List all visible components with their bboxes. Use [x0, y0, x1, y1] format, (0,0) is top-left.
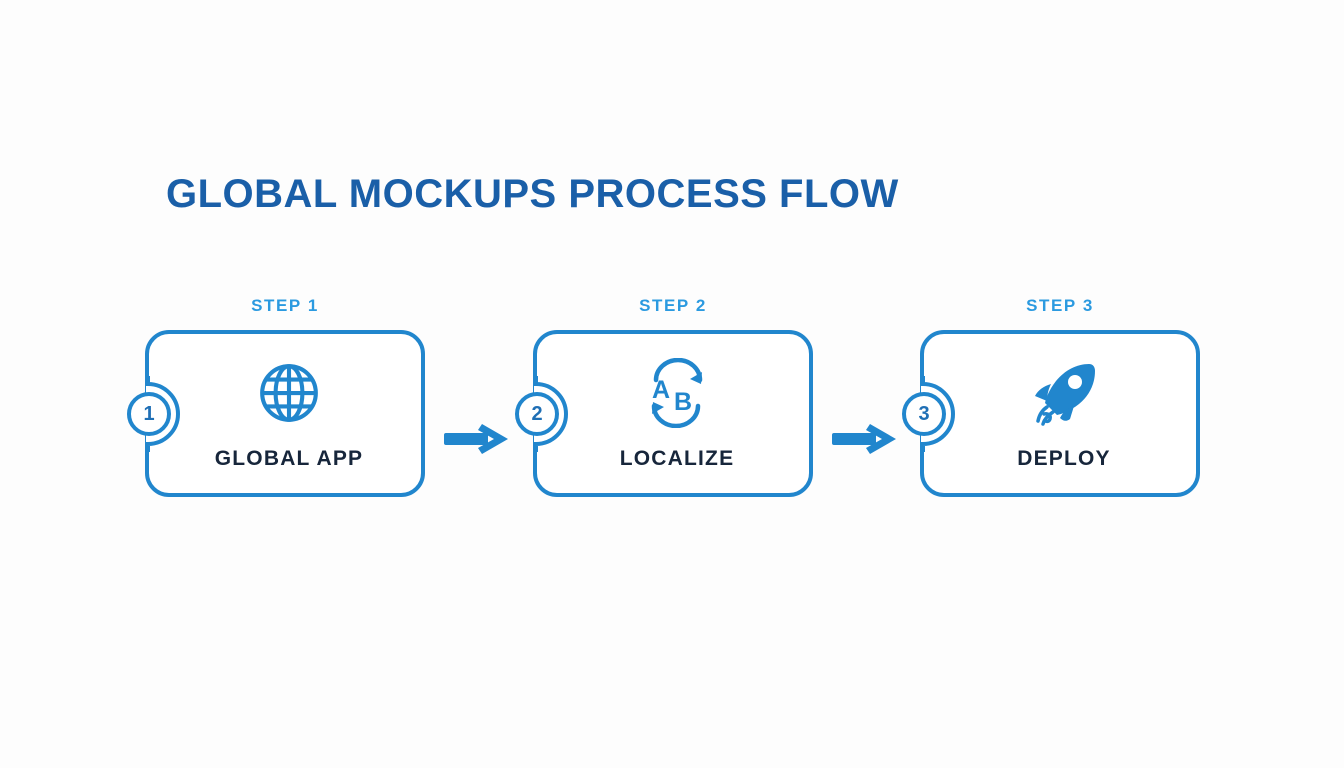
process-step-2[interactable]: STEP 2 A B LOCALIZE [515, 296, 815, 502]
step-3-badge-wrap: 3 [899, 375, 955, 452]
connector-arrow-1 [444, 422, 510, 456]
connector-arrow-2 [832, 422, 898, 456]
step-2-icon-slot: A B [537, 354, 817, 432]
translate-ab-icon: A B [651, 358, 703, 428]
arrow-right-icon [832, 424, 896, 454]
step-1-badge-wrap: 1 [124, 375, 180, 452]
step-1-card[interactable]: GLOBAL APP 1 [127, 330, 425, 497]
step-3-badge: 3 [902, 391, 946, 436]
step-2-badge-wrap: 2 [512, 375, 568, 452]
arrow-right-icon [444, 424, 508, 454]
step-1-badge: 1 [127, 391, 171, 436]
process-step-1[interactable]: STEP 1 GLOBAL A [127, 296, 427, 502]
translate-letter-b: B [674, 388, 692, 416]
step-1-label: GLOBAL APP [214, 447, 364, 470]
badge-border-bulge [534, 375, 568, 452]
process-flow: STEP 1 GLOBAL A [0, 296, 1344, 506]
step-3-card[interactable]: DEPLOY 3 [902, 330, 1200, 497]
process-step-3[interactable]: STEP 3 [902, 296, 1202, 502]
rocket-icon [1035, 364, 1095, 426]
step-1-kicker: STEP 1 [251, 296, 319, 315]
step-1-icon-slot [149, 354, 429, 432]
step-2-kicker: STEP 2 [639, 296, 707, 315]
step-2-card[interactable]: A B LOCALIZE 2 [515, 330, 813, 497]
step-3-label: DEPLOY [1017, 447, 1111, 470]
badge-border-bulge [921, 375, 955, 452]
badge-border-bulge [146, 375, 180, 452]
step-3-icon-slot [924, 354, 1204, 432]
globe-icon [260, 364, 318, 422]
translate-letter-a: A [652, 376, 670, 404]
page-title: GLOBAL MOCKUPS PROCESS FLOW [166, 172, 899, 216]
step-2-badge: 2 [515, 391, 559, 436]
rocket-window [1068, 375, 1082, 389]
step-3-kicker: STEP 3 [1026, 296, 1094, 315]
step-2-label: LOCALIZE [619, 447, 735, 470]
